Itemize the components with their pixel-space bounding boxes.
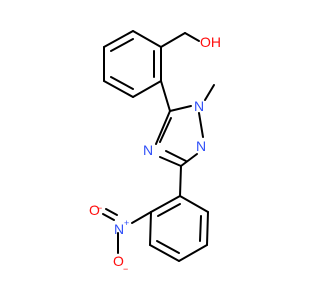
bond: [184, 32, 200, 42]
bond: [206, 211, 209, 246]
bond: [160, 80, 171, 112]
bond: [149, 244, 180, 262]
nitro-nitrogen-label: N: [114, 221, 124, 237]
bond: [132, 30, 162, 48]
bond: [155, 110, 171, 145]
bond: [165, 150, 187, 162]
atom-labels: OH N N N N + O − O −: [89, 34, 221, 274]
bond: [103, 30, 134, 48]
triazole-nitrogen-right-label: N: [196, 138, 206, 154]
triazole-nitrogen-left-label: N: [143, 142, 153, 158]
nitro-oxygen-bottom-charge: −: [123, 264, 128, 274]
bond: [105, 208, 118, 216]
bond: [199, 215, 202, 242]
bond: [204, 84, 215, 101]
bond: [159, 117, 172, 143]
methyl-nitrogen-label: N: [194, 98, 204, 114]
bond: [156, 240, 180, 254]
bond: [150, 195, 181, 213]
bond: [179, 195, 209, 213]
bond: [169, 105, 192, 112]
bond: [102, 213, 115, 221]
hydroxyl-label: OH: [200, 34, 221, 50]
bond: [149, 211, 152, 246]
bond: [180, 153, 198, 167]
bond: [179, 165, 182, 197]
molecule-structure: OH N N N N + O − O −: [89, 30, 221, 274]
bond: [157, 203, 181, 217]
bond: [160, 32, 186, 48]
bond: [198, 112, 204, 138]
bond: [159, 156, 182, 167]
bond: [103, 80, 134, 98]
bond: [110, 38, 134, 52]
bond: [132, 80, 162, 98]
bond: [110, 76, 134, 90]
nitro-oxygen-left-charge: −: [97, 203, 102, 213]
bond: [178, 244, 208, 262]
nitro-oxygen-left-label: O: [89, 202, 100, 218]
nitro-oxygen-bottom-label: O: [113, 253, 124, 269]
bonds: [102, 30, 215, 262]
bond: [131, 211, 152, 224]
nitro-nitrogen-charge: +: [124, 218, 129, 228]
